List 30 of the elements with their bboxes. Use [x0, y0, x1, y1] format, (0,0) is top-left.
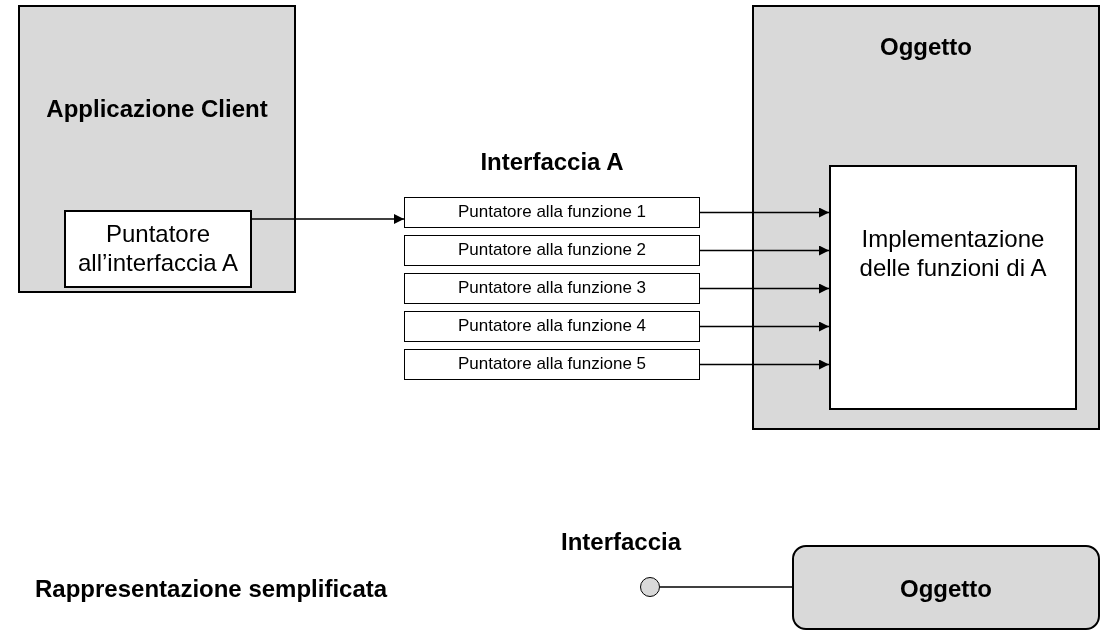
pointer-row — [404, 235, 700, 266]
arrow — [699, 207, 830, 218]
box-text: Oggetto — [900, 575, 992, 602]
pointer-row — [404, 197, 700, 228]
row-text: Puntatore alla funzione 1 — [457, 202, 647, 221]
interface-title: Interfaccia A — [480, 148, 624, 175]
row-text: Puntatore alla funzione 2 — [457, 240, 647, 259]
arrow — [699, 321, 830, 332]
implementation-box — [829, 165, 1077, 410]
object-panel — [752, 5, 1100, 430]
box-text: Puntatore all’interfaccia A — [77, 220, 239, 276]
connector-line — [659, 586, 793, 588]
client-panel — [18, 5, 296, 293]
arrow — [699, 245, 830, 256]
arrow — [251, 214, 405, 224]
pointer-row — [404, 273, 700, 304]
box-text: Implementazione delle funzioni di A — [859, 225, 1047, 281]
panel-title: Applicazione Client — [46, 95, 268, 122]
arrow — [699, 359, 830, 370]
panel-title: Oggetto — [880, 33, 972, 60]
row-text: Puntatore alla funzione 5 — [457, 354, 647, 373]
pointer-row — [404, 311, 700, 342]
arrow — [699, 283, 830, 294]
caption-label: Rappresentazione semplificata — [35, 575, 388, 603]
row-text: Puntatore alla funzione 3 — [457, 278, 647, 297]
interface-label: Interfaccia — [561, 528, 682, 556]
object-box — [792, 545, 1100, 630]
pointer-box — [64, 210, 252, 288]
row-text: Puntatore alla funzione 4 — [457, 316, 647, 335]
pointer-row — [404, 349, 700, 380]
